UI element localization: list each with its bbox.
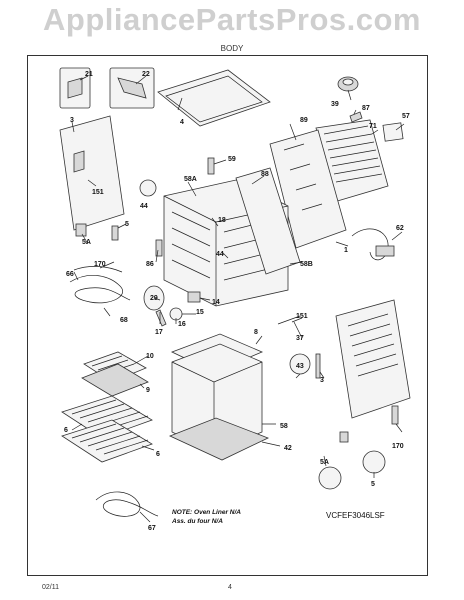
label-58: 58 [280,423,288,430]
note-line-2: Ass. du four N/A [171,518,223,525]
label-86: 86 [146,261,154,268]
label-68: 68 [120,317,128,324]
label-151-bottom: 151 [296,313,308,320]
label-3-top: 3 [70,117,74,124]
label-5A-left: 5A [82,239,91,246]
label-29: 29 [150,295,158,302]
label-57: 57 [402,113,410,120]
label-5A-right: 5A [320,459,329,466]
label-5-left: 5 [125,221,129,228]
footer-date: 02/11 [42,584,59,591]
part-10-broiler-pan [81,351,149,397]
label-62: 62 [396,225,404,232]
label-21: 21 [85,71,93,78]
part-86 [155,239,163,257]
watermark: AppliancePartsPros.com [43,2,421,37]
label-14: 14 [212,299,220,306]
part-66-bake-element [69,266,131,304]
part-6-oven-racks [61,395,153,463]
section-title: BODY [220,44,244,53]
footer-page: 4 [228,584,232,591]
part-59 [207,157,215,175]
label-17: 17 [155,329,163,336]
label-88: 88 [261,171,269,178]
label-66: 66 [66,271,74,278]
parts-lower-middle [143,285,201,327]
label-18: 18 [218,217,226,224]
label-67: 67 [148,525,156,532]
part-37 [277,315,301,325]
label-89: 89 [300,117,308,124]
label-4: 4 [180,119,184,126]
label-9: 9 [146,387,150,394]
label-6-left: 6 [64,427,68,434]
label-10: 10 [146,353,154,360]
label-39: 39 [331,101,339,108]
label-71: 71 [369,123,377,130]
label-8: 8 [254,329,258,336]
label-151-top: 151 [92,189,104,196]
label-43: 43 [296,363,304,370]
part-62-block [375,245,395,257]
part-58-drawer [168,343,270,461]
label-59: 59 [228,156,236,163]
part-87 [349,111,363,123]
label-1: 1 [344,247,348,254]
label-58A: 58A [184,176,197,183]
part-21-bracket [59,67,91,109]
parts-leveler-right [318,405,399,490]
parts-leveler-left [75,223,119,241]
label-87: 87 [362,105,370,112]
label-170-left: 170 [94,261,106,268]
part-43-screw [289,353,321,379]
leader-lines [71,75,405,523]
label-42: 42 [284,445,292,452]
label-37: 37 [296,335,304,342]
label-22: 22 [142,71,150,78]
part-3-side-panel-right [335,299,411,419]
part-67-element [95,491,159,517]
part-44 [139,179,157,197]
label-170-right: 170 [392,443,404,450]
part-39 [337,76,359,92]
label-44-top: 44 [140,203,148,210]
label-6-right: 6 [156,451,160,458]
label-44-mid: 44 [216,251,224,258]
part-number-labels: 21 22 4 39 87 89 71 57 3 151 59 58A 88 5… [64,71,410,532]
label-15: 15 [196,309,204,316]
diagram-frame [27,55,428,576]
label-3-bottom: 3 [320,377,324,384]
part-57 [382,122,404,142]
label-58B: 58B [300,261,313,268]
note-line-1: NOTE: Oven Liner N/A [172,509,241,516]
part-4-top-panel [157,69,271,127]
part-71-back-panel [315,119,389,203]
label-5-right: 5 [371,481,375,488]
model-code: VCFEF3046LSF [326,511,385,520]
label-16: 16 [178,321,186,328]
part-3-side-panel-left [59,115,125,231]
